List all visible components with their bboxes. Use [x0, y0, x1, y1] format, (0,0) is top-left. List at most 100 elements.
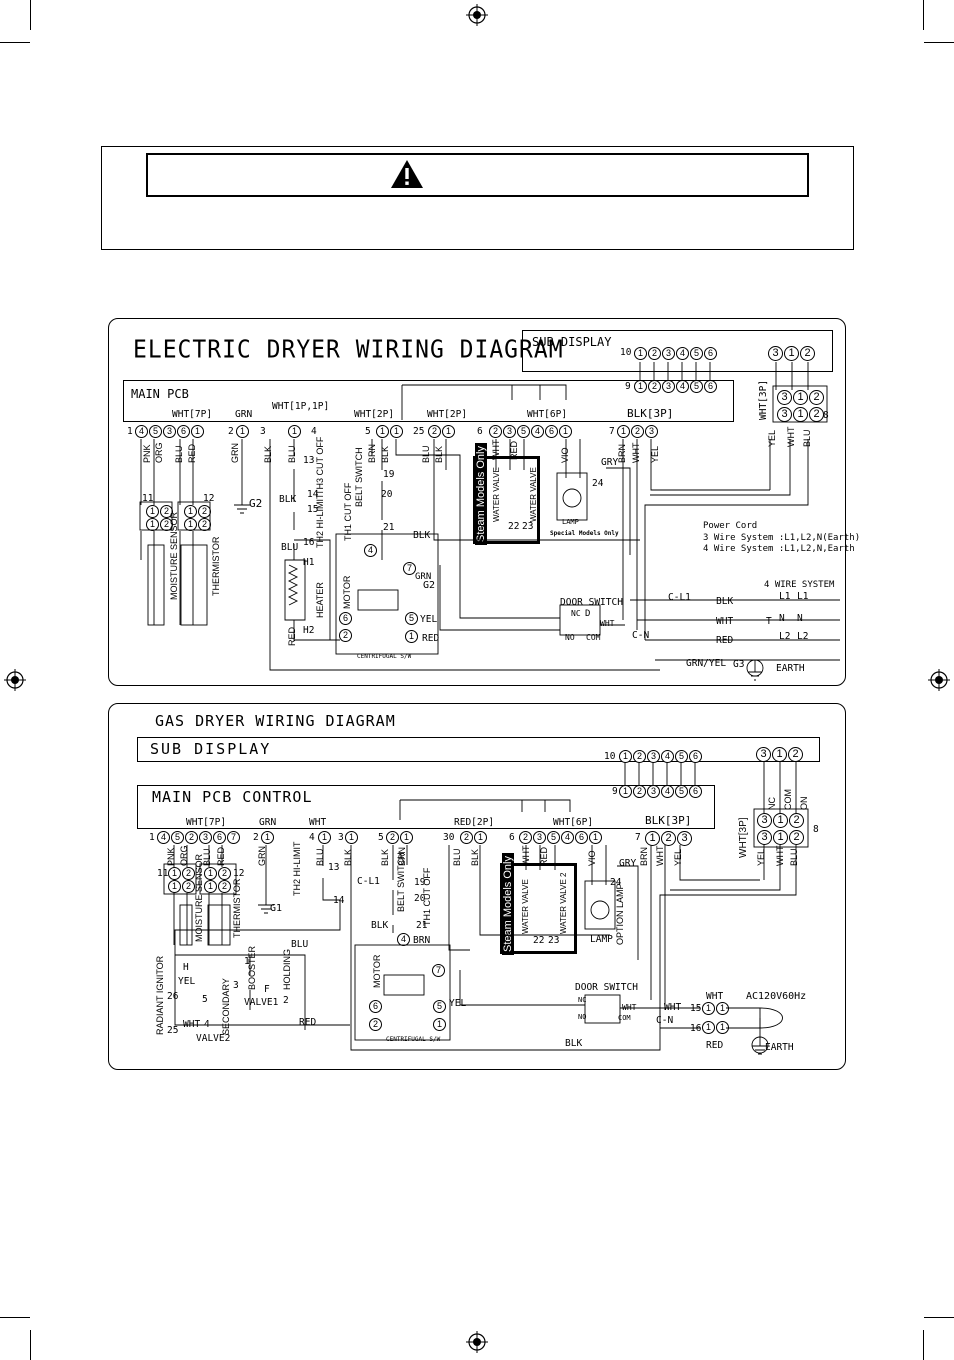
pin-num: 6	[509, 832, 515, 843]
wire-label: BRN	[413, 935, 431, 946]
wire-label: YEL	[449, 998, 467, 1009]
connector-pin: 1	[261, 831, 274, 844]
ground-label: G2	[249, 497, 263, 510]
wire-label: GRY	[601, 457, 619, 468]
registration-mark-icon	[466, 1331, 488, 1353]
connector-pin: 2	[788, 747, 803, 762]
connector-label: WHT[6P]	[527, 409, 568, 420]
pin-num: 13	[328, 862, 340, 873]
l2-label: L2	[779, 631, 791, 642]
connector-pin: 6	[575, 831, 588, 844]
connector-pin: 1	[645, 831, 660, 846]
warning-header	[146, 153, 809, 197]
crop-mark	[923, 1330, 924, 1360]
connector-pin: 1	[146, 518, 159, 531]
connector-pin: 4	[676, 380, 689, 393]
electric-p4-connector: 1	[288, 425, 302, 438]
motor-terminal: 7	[432, 964, 446, 977]
connector-pin: 3	[647, 785, 660, 798]
pin-num: 23	[548, 935, 560, 946]
electric-sub-display	[522, 330, 833, 372]
crop-mark	[0, 42, 30, 43]
electric-main-pcb	[123, 380, 734, 422]
connector-pin: 2	[428, 425, 441, 438]
connector-pin: 2	[631, 425, 644, 438]
ground-label: G2	[423, 580, 436, 591]
l1-label: L1	[797, 591, 809, 602]
motor-terminal: 2	[369, 1018, 383, 1031]
wire-label: BLK	[279, 494, 297, 505]
connector-pin: 4	[157, 831, 170, 844]
terminal-1: 1	[405, 630, 418, 643]
gas-p2-connector: 1	[261, 831, 275, 844]
connector-pin: 3	[777, 407, 792, 422]
pin-num: 12	[233, 868, 245, 879]
pin-num: 3	[233, 980, 239, 991]
n-label: N	[779, 613, 785, 624]
connector-pin: 1	[619, 785, 632, 798]
connector-label: GRN	[235, 409, 253, 420]
centrifugal-label: CENTRIFUGAL S/W	[386, 1036, 441, 1043]
motor-terminal: 1	[433, 1018, 447, 1031]
warning-icon	[391, 160, 423, 188]
door-switch-label: DOOR SWITCH	[575, 982, 638, 993]
connector-pin: 6	[213, 831, 226, 844]
connector-pin: 1	[716, 1002, 729, 1015]
connector-pin: 6	[689, 785, 702, 798]
gas-p3-connector: 1	[345, 831, 359, 844]
ground-label: G1	[270, 903, 283, 914]
cn-label: C-N	[632, 630, 650, 641]
connector-pin: 2	[809, 390, 824, 405]
terminal-1: 1	[433, 1018, 446, 1031]
cn-label: C-N	[656, 1015, 674, 1026]
connector-pin: 1	[191, 425, 204, 438]
connector-pin: 1	[793, 407, 808, 422]
pin-num: 8	[823, 410, 829, 421]
connector-pin: 2	[789, 813, 804, 828]
connector-label: BLK[3P]	[645, 814, 692, 827]
connector-pin: 1	[288, 425, 301, 438]
registration-mark-icon	[4, 669, 26, 691]
no-label: NO	[565, 633, 575, 642]
connector-pin: 5	[517, 425, 530, 438]
electric-sub-display-label: SUB DISPLAY	[532, 335, 612, 349]
pin-num: 21	[383, 522, 395, 533]
wire-label: BLK	[716, 596, 734, 607]
motor-terminal: 7	[403, 562, 417, 575]
pin-num: 16	[690, 1023, 702, 1034]
earth-label: EARTH	[776, 663, 805, 674]
wire-label: WHT	[600, 619, 615, 628]
pin-num: 2	[283, 995, 289, 1006]
connector-pin: 1	[184, 505, 197, 518]
cl1-label: C-L1	[357, 876, 380, 887]
gas-steam-box	[500, 863, 577, 954]
pin-num: 7	[609, 426, 615, 437]
motor-terminal: 4	[364, 544, 378, 557]
connector-pin: 3	[645, 425, 658, 438]
gas-diagram-title: GAS DRYER WIRING DIAGRAM	[155, 712, 396, 730]
wire-label: WHT	[716, 616, 734, 627]
gas-main-pcb	[137, 785, 715, 829]
connector-pin: 1	[168, 867, 181, 880]
connector-pin: 4	[531, 425, 544, 438]
com-label: COM	[618, 1014, 631, 1022]
pin-num: 7	[635, 832, 641, 843]
pin-num: 19	[414, 877, 426, 888]
connector-label: WHT[2P]	[354, 409, 395, 420]
terminal-7: 7	[432, 964, 445, 977]
